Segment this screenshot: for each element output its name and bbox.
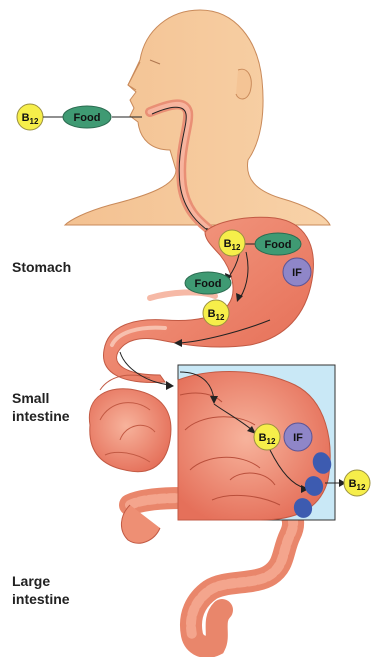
svg-text:Food: Food — [195, 278, 222, 290]
large-intestine-label-line2: intestine — [12, 590, 70, 608]
b12-badge-absorbed: B12 — [344, 470, 370, 496]
small-intestine-label-line2: intestine — [12, 407, 70, 425]
svg-text:IF: IF — [293, 432, 303, 444]
small-intestine-label-line1: Small — [12, 389, 49, 407]
if-badge-intestine: IF — [284, 423, 312, 451]
b12-badge-mouth: B12 — [17, 104, 43, 130]
food-badge-stomach-top: Food — [255, 233, 301, 255]
svg-text:Food: Food — [74, 112, 101, 124]
svg-text:Food: Food — [265, 239, 292, 251]
b12-badge-stomach-free: B12 — [203, 300, 229, 326]
ear — [236, 69, 251, 99]
b12-badge-stomach-top: B12 — [219, 230, 245, 256]
small-intestine-coils — [89, 375, 171, 472]
if-badge-stomach: IF — [283, 258, 311, 286]
b12-badge-intestine: B12 — [254, 424, 280, 450]
food-badge-stomach-separated: Food — [185, 272, 231, 294]
stomach-label: Stomach — [12, 258, 71, 276]
svg-text:IF: IF — [292, 267, 302, 279]
large-intestine-label-line1: Large — [12, 572, 50, 590]
food-badge-mouth: Food — [63, 106, 111, 128]
